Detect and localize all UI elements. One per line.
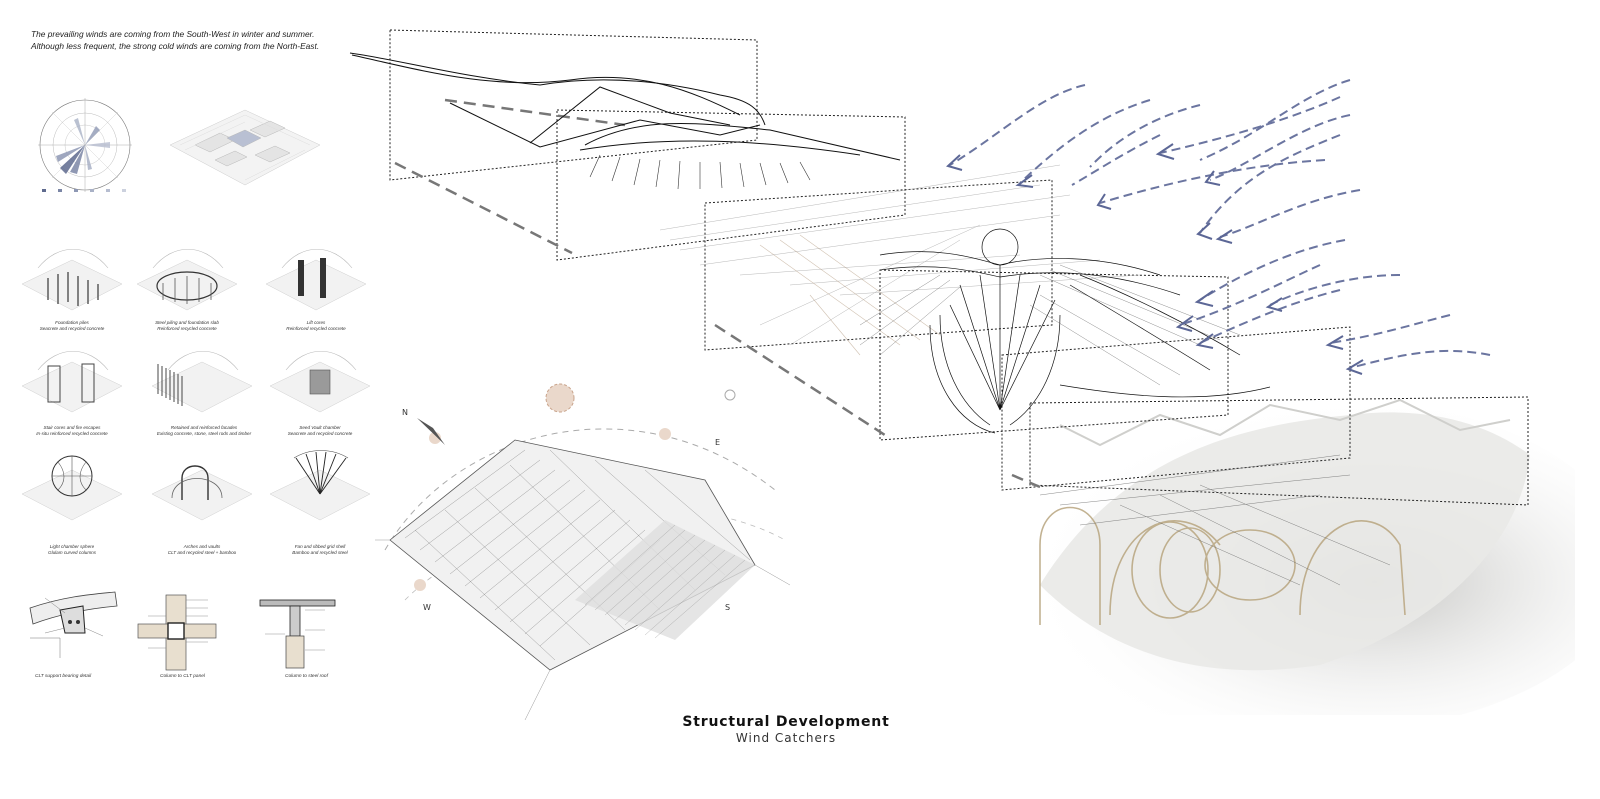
page-title: Structural Development bbox=[682, 714, 890, 730]
intro-line-2: Although less frequent, the strong cold … bbox=[31, 41, 320, 51]
step-thumbnail bbox=[21, 455, 123, 521]
page-subtitle: Wind Catchers bbox=[735, 731, 837, 745]
step-thumbnail bbox=[136, 248, 238, 311]
clt-bearing-detail-drawing bbox=[29, 591, 118, 658]
intro-line-1: The prevailing winds are coming from the… bbox=[31, 29, 315, 39]
footer-title-block: Structural Development Wind Catchers bbox=[650, 714, 922, 745]
compass-west: W bbox=[423, 603, 431, 612]
detail-caption: Column to steel roof bbox=[285, 674, 328, 679]
detail-caption: Column to CLT panel bbox=[160, 674, 205, 679]
column-to-steel-roof-drawing bbox=[259, 599, 336, 669]
city-axonometric-sunpath bbox=[375, 383, 791, 721]
site-axonometric-thumbnail bbox=[169, 109, 321, 186]
intro-text: The prevailing winds are coming from the… bbox=[31, 28, 371, 52]
step-thumbnail bbox=[265, 248, 367, 311]
compass-north: N bbox=[402, 408, 408, 417]
detail-caption: CLT support bearing detail bbox=[35, 674, 92, 679]
step-thumbnail bbox=[21, 350, 123, 413]
step-thumbnail bbox=[21, 248, 123, 311]
exploded-wind-catcher-structure bbox=[349, 29, 1575, 715]
wind-rose-diagram bbox=[38, 98, 132, 192]
step-thumbnail bbox=[151, 465, 253, 521]
compass-east: E bbox=[715, 438, 721, 447]
compass-south: S bbox=[725, 603, 731, 612]
step-thumbnail bbox=[269, 450, 371, 521]
step-thumbnail bbox=[269, 350, 371, 413]
step-thumbnail bbox=[151, 350, 253, 413]
column-to-clt-panel-drawing bbox=[137, 594, 217, 671]
wind-rose-legend-icon bbox=[42, 189, 126, 192]
